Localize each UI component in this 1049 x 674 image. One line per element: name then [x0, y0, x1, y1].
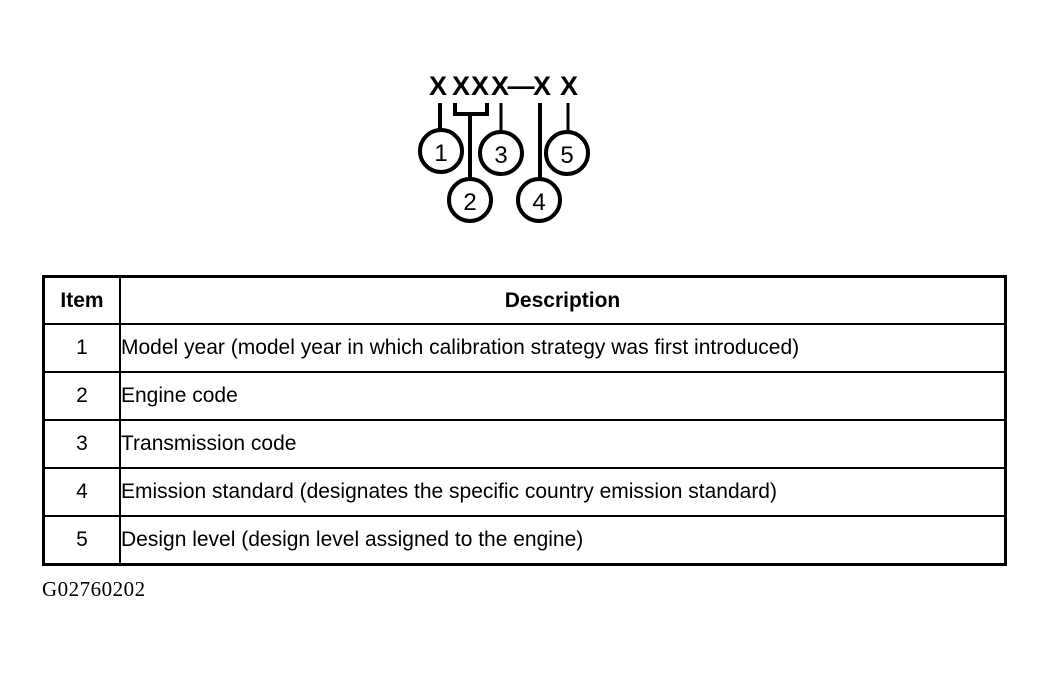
- column-header-item: Item: [42, 275, 121, 325]
- code-char-3: X: [471, 71, 489, 101]
- callout-bubble-2: 2: [447, 177, 493, 223]
- cell-item-description: Model year (model year in which calibrat…: [119, 323, 1007, 373]
- table-row: 2 Engine code: [42, 371, 1007, 421]
- callout-circle-5: [544, 130, 590, 176]
- callout-legend-table: Item Description 1 Model year (model yea…: [42, 275, 1007, 566]
- callout-bubble-3: 3: [478, 130, 524, 176]
- cell-item-number: 2: [42, 371, 121, 421]
- table-header-row: Item Description: [42, 275, 1007, 325]
- figure-caption: G02760202: [42, 577, 146, 601]
- column-header-description: Description: [119, 275, 1007, 325]
- cell-item-number: 1: [42, 323, 121, 373]
- cell-item-description: Emission standard (designates the specif…: [119, 467, 1007, 517]
- calibration-code-callout-diagram: X X X X — X X 1 2 3 4 5: [418, 71, 590, 223]
- cell-item-description: Engine code: [119, 371, 1007, 421]
- callout-circle-3: [478, 130, 524, 176]
- cell-item-number: 3: [42, 419, 121, 469]
- table-row: 5 Design level (design level assigned to…: [42, 515, 1007, 566]
- callout-label-4: 4: [532, 189, 545, 216]
- callout-circle-1: [418, 128, 464, 174]
- table-row: 3 Transmission code: [42, 419, 1007, 469]
- code-char-2: X: [452, 71, 470, 101]
- table-row: 1 Model year (model year in which calibr…: [42, 323, 1007, 373]
- callout-bubble-5: 5: [544, 130, 590, 176]
- cell-item-description: Design level (design level assigned to t…: [119, 515, 1007, 566]
- code-char-5: X: [533, 71, 551, 101]
- callout-circle-4: [516, 177, 562, 223]
- callout-label-1: 1: [434, 140, 447, 167]
- callout-bubble-4: 4: [516, 177, 562, 223]
- callout-label-3: 3: [494, 142, 507, 169]
- code-char-1: X: [429, 71, 447, 101]
- callout-label-2: 2: [463, 189, 476, 216]
- callout-bubble-1: 1: [418, 128, 464, 174]
- code-char-4: X: [491, 71, 509, 101]
- table-row: 4 Emission standard (designates the spec…: [42, 467, 1007, 517]
- callout-label-5: 5: [560, 142, 573, 169]
- cell-item-number: 5: [42, 515, 121, 566]
- cell-item-description: Transmission code: [119, 419, 1007, 469]
- code-dash: —: [508, 71, 535, 101]
- code-char-6: X: [560, 71, 578, 101]
- cell-item-number: 4: [42, 467, 121, 517]
- code-pattern-text: X X X X — X X: [429, 71, 578, 101]
- callout-circle-2: [447, 177, 493, 223]
- leader-bracket-2: [453, 103, 489, 116]
